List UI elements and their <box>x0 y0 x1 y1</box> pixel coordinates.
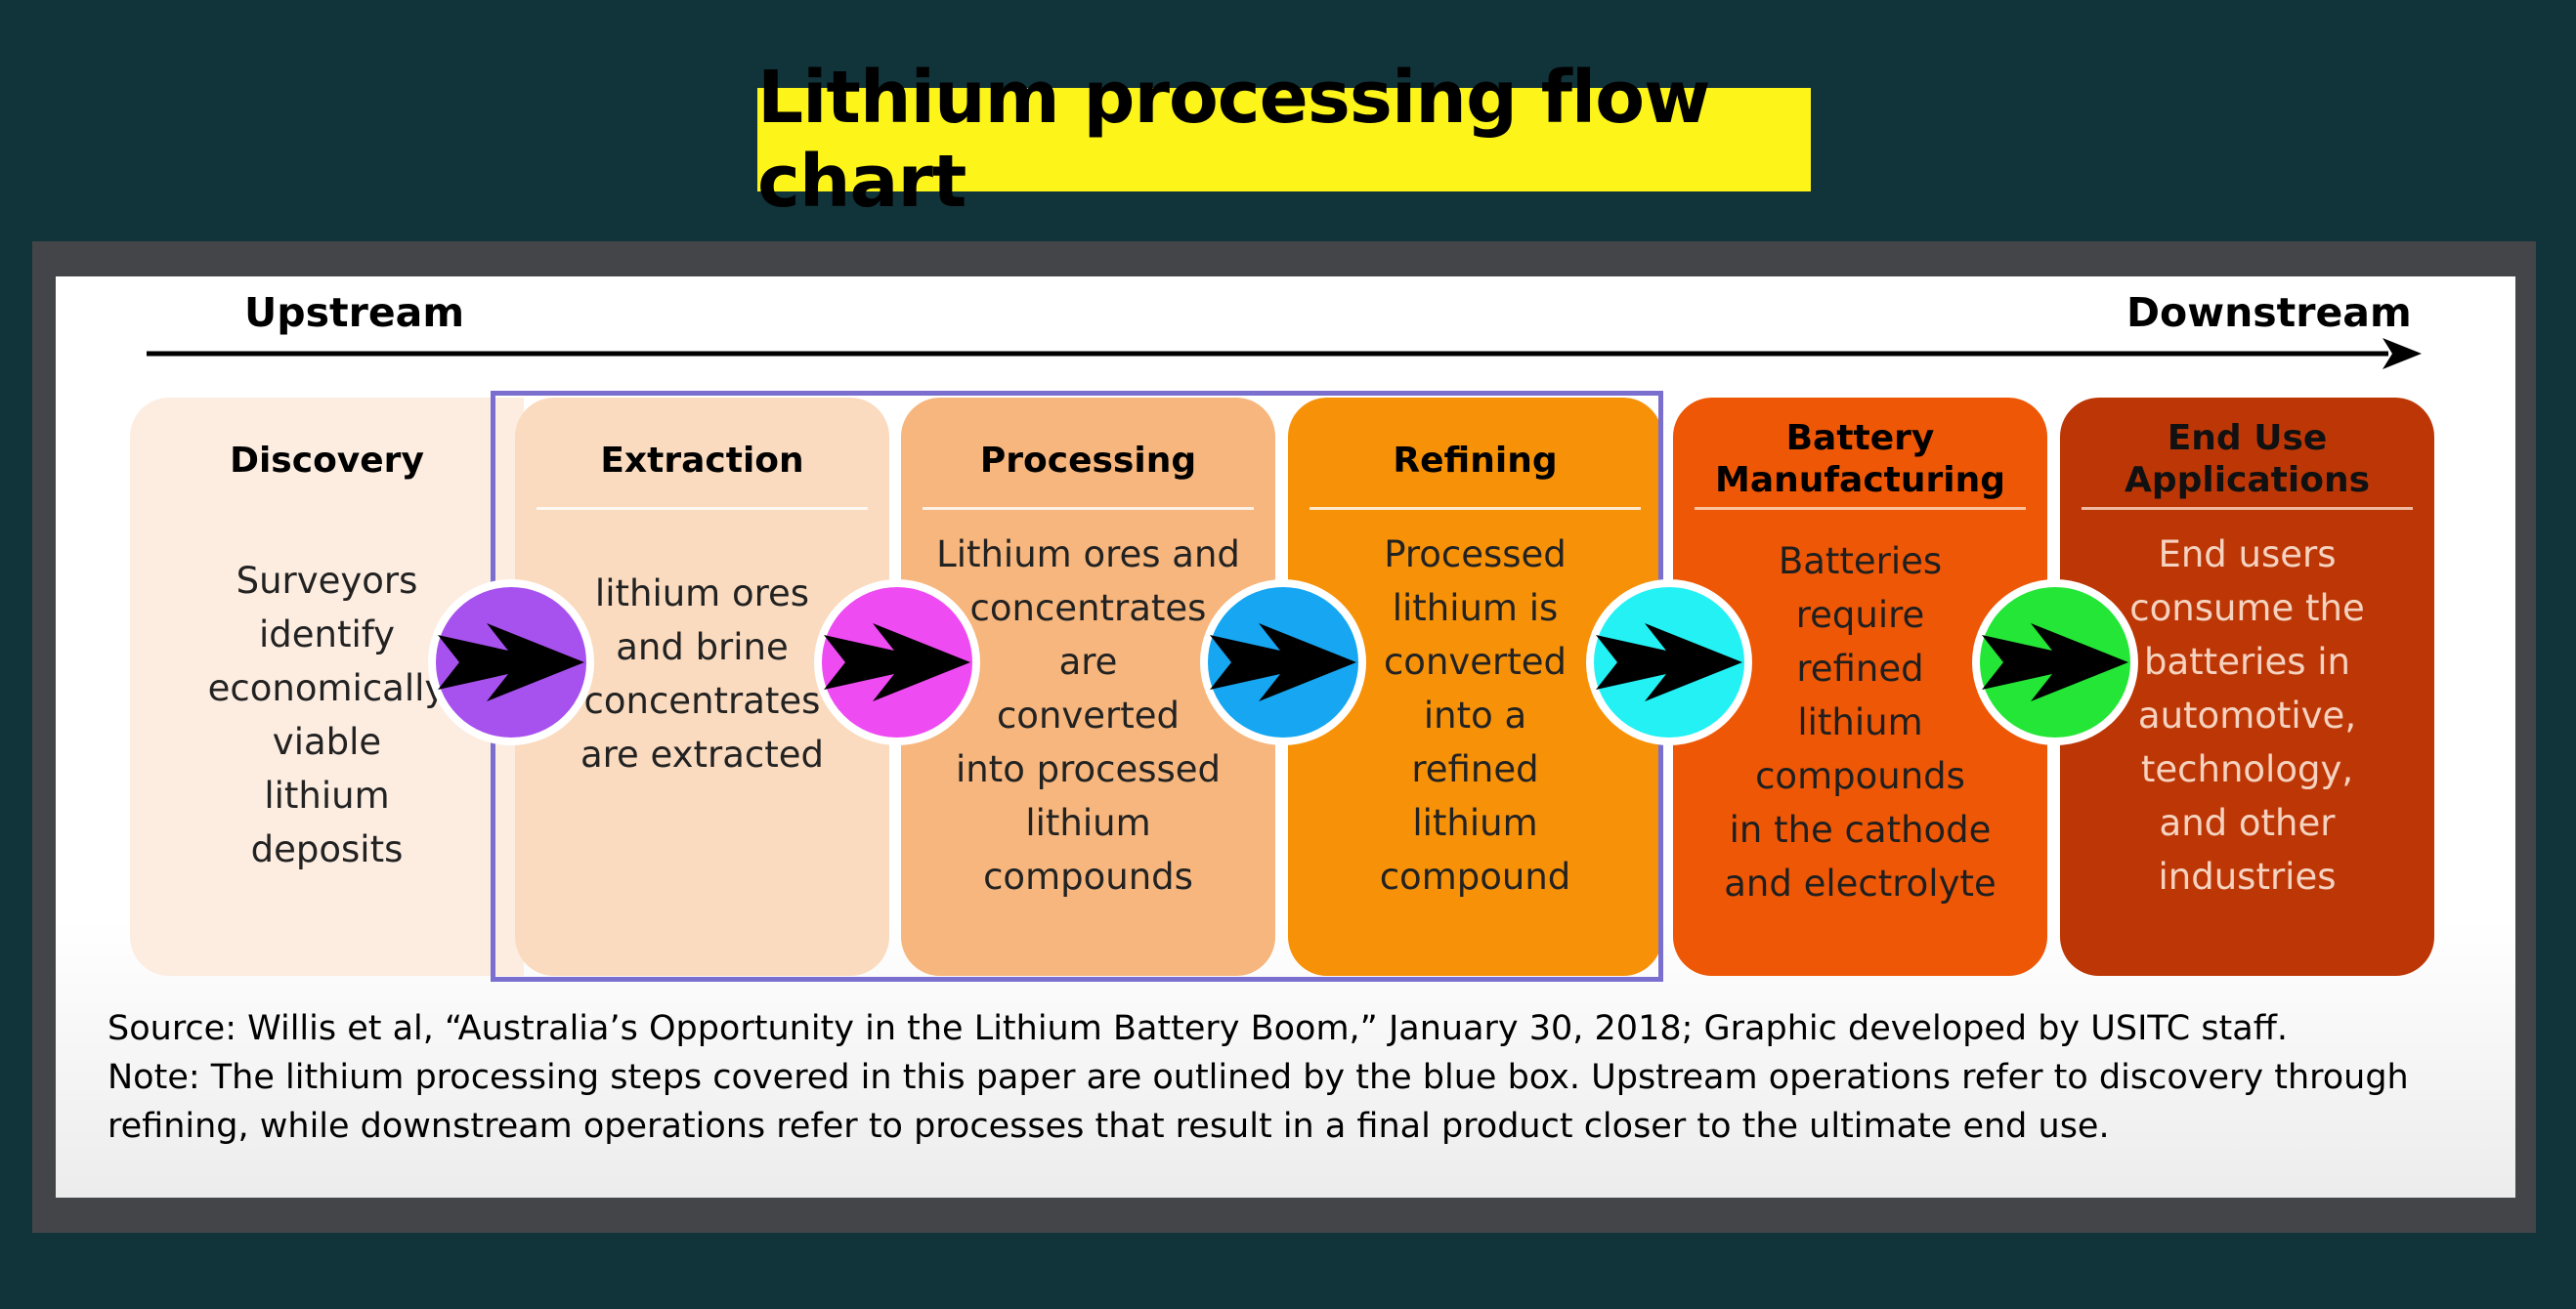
footnotes: Source: Willis et al, “Australia’s Oppor… <box>107 1004 2502 1151</box>
stage-divider <box>2082 507 2413 510</box>
stage-divider <box>1695 507 2026 510</box>
stage-divider <box>1309 507 1641 510</box>
stage-title: Battery Manufacturing <box>1715 418 2005 500</box>
stage-description: End users consume the batteries in autom… <box>2129 533 2365 898</box>
right-arrow-icon <box>1596 623 1742 701</box>
stage-description: lithium ores and brine concentrates are … <box>580 572 825 776</box>
stage-title: Processing <box>979 441 1197 481</box>
page-title: Lithium processing flow chart <box>757 56 1811 224</box>
right-arrow-icon <box>1210 623 1356 701</box>
stage-title: Refining <box>1393 441 1558 481</box>
right-arrow-icon <box>438 623 584 701</box>
connector-arrow-circle <box>814 579 980 745</box>
stage-title: End Use Applications <box>2124 418 2371 500</box>
stage-description: Batteries require refined lithium compou… <box>1724 540 1996 905</box>
connector-arrow-circle <box>1972 579 2138 745</box>
source-note: Source: Willis et al, “Australia’s Oppor… <box>107 1009 2288 1048</box>
stage-description: Processed lithium is converted into a re… <box>1379 533 1571 898</box>
connector-arrow-circle <box>1200 579 1366 745</box>
upstream-label: Upstream <box>244 289 465 336</box>
stage-title: Extraction <box>600 441 804 481</box>
stage-divider <box>537 507 868 510</box>
covered-steps-box <box>491 391 1663 982</box>
right-arrow-icon <box>1982 623 2128 701</box>
downstream-label: Downstream <box>2126 289 2412 336</box>
connector-arrow-circle <box>428 579 594 745</box>
stage-title: Discovery <box>230 441 424 481</box>
stage-description: Surveyors identify economically viable l… <box>207 560 447 870</box>
stage-description: Lithium ores and concentrates are conver… <box>936 533 1240 898</box>
right-arrow-icon <box>824 623 970 701</box>
stage-divider <box>923 507 1254 510</box>
connector-arrow-circle <box>1586 579 1752 745</box>
flow-direction-arrow <box>147 338 2422 369</box>
scope-note: Note: The lithium processing steps cover… <box>107 1058 2409 1146</box>
